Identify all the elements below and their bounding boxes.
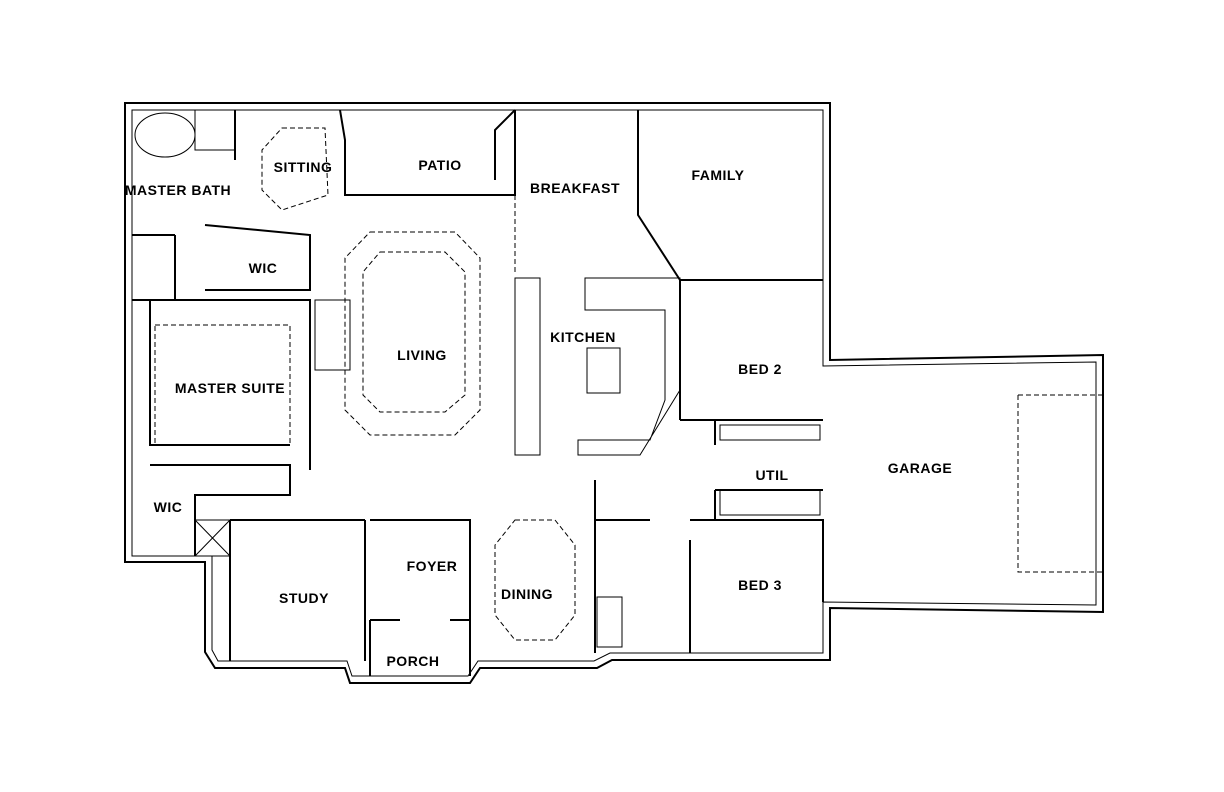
room-label-util: UTIL xyxy=(755,467,788,483)
room-label-master-bath: MASTER BATH xyxy=(125,182,231,198)
room-label-sitting: SITTING xyxy=(274,159,333,175)
room-label-wic-lower: WIC xyxy=(154,499,183,515)
room-label-foyer: FOYER xyxy=(407,558,458,574)
room-label-wic: WIC xyxy=(249,260,278,276)
room-label-breakfast: BREAKFAST xyxy=(530,180,620,196)
exterior-walls xyxy=(124,102,1104,684)
room-label-bed-2: BED 2 xyxy=(738,361,782,377)
room-label-garage: GARAGE xyxy=(888,460,952,476)
room-label-master-suite: MASTER SUITE xyxy=(175,380,285,396)
room-label-bed-3: BED 3 xyxy=(738,577,782,593)
ceiling-outlines xyxy=(154,127,1103,641)
room-labels: MASTER BATH SITTING PATIO BREAKFAST FAMI… xyxy=(125,157,952,669)
room-label-porch: PORCH xyxy=(386,653,439,669)
room-label-study: STUDY xyxy=(279,590,329,606)
room-label-family: FAMILY xyxy=(691,167,744,183)
interior-walls xyxy=(132,109,824,676)
room-label-kitchen: KITCHEN xyxy=(550,329,616,345)
room-label-patio: PATIO xyxy=(418,157,461,173)
room-label-dining: DINING xyxy=(501,586,553,602)
room-label-living: LIVING xyxy=(397,347,447,363)
